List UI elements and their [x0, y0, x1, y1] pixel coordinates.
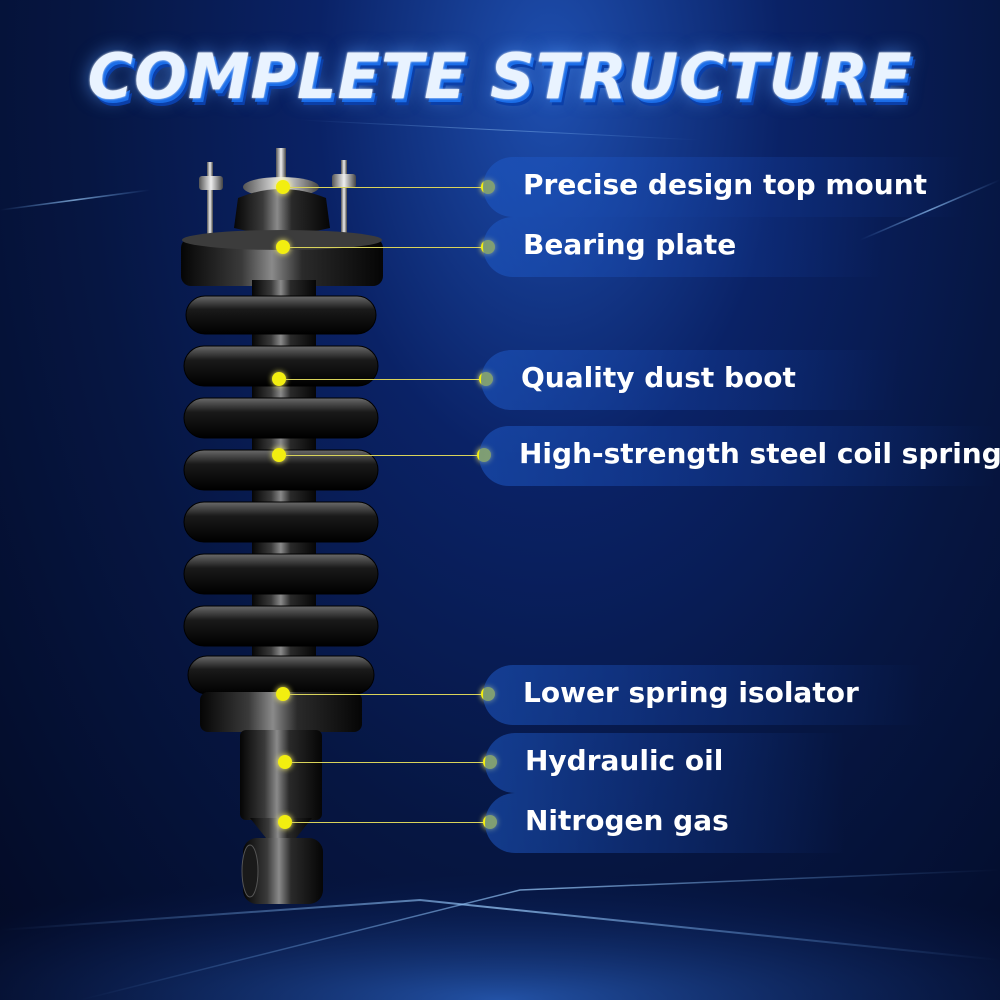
- label-nitrogen-gas: Nitrogen gas: [485, 793, 845, 853]
- leader-line: [286, 455, 482, 456]
- label-coil-spring: High-strength steel coil spring: [479, 426, 1000, 486]
- callout-dot: [276, 180, 290, 194]
- leader-line: [290, 187, 486, 188]
- label-hydraulic-oil: Hydraulic oil: [485, 733, 845, 793]
- leader-line: [290, 247, 486, 248]
- leader-line: [286, 379, 484, 380]
- leader-line: [292, 762, 488, 763]
- callout-dot: [276, 240, 290, 254]
- callout-dot: [276, 687, 290, 701]
- leader-line: [292, 822, 488, 823]
- label-bearing-plate: Bearing plate: [483, 217, 883, 277]
- label-lower-isolator: Lower spring isolator: [483, 665, 923, 725]
- callout-dot: [272, 372, 286, 386]
- callout-dot: [278, 755, 292, 769]
- label-top-mount: Precise design top mount: [483, 157, 963, 217]
- label-dust-boot: Quality dust boot: [481, 350, 901, 410]
- callout-dot: [278, 815, 292, 829]
- leader-line: [290, 694, 486, 695]
- callout-dot: [272, 448, 286, 462]
- page-title: COMPLETE STRUCTURE: [87, 40, 913, 113]
